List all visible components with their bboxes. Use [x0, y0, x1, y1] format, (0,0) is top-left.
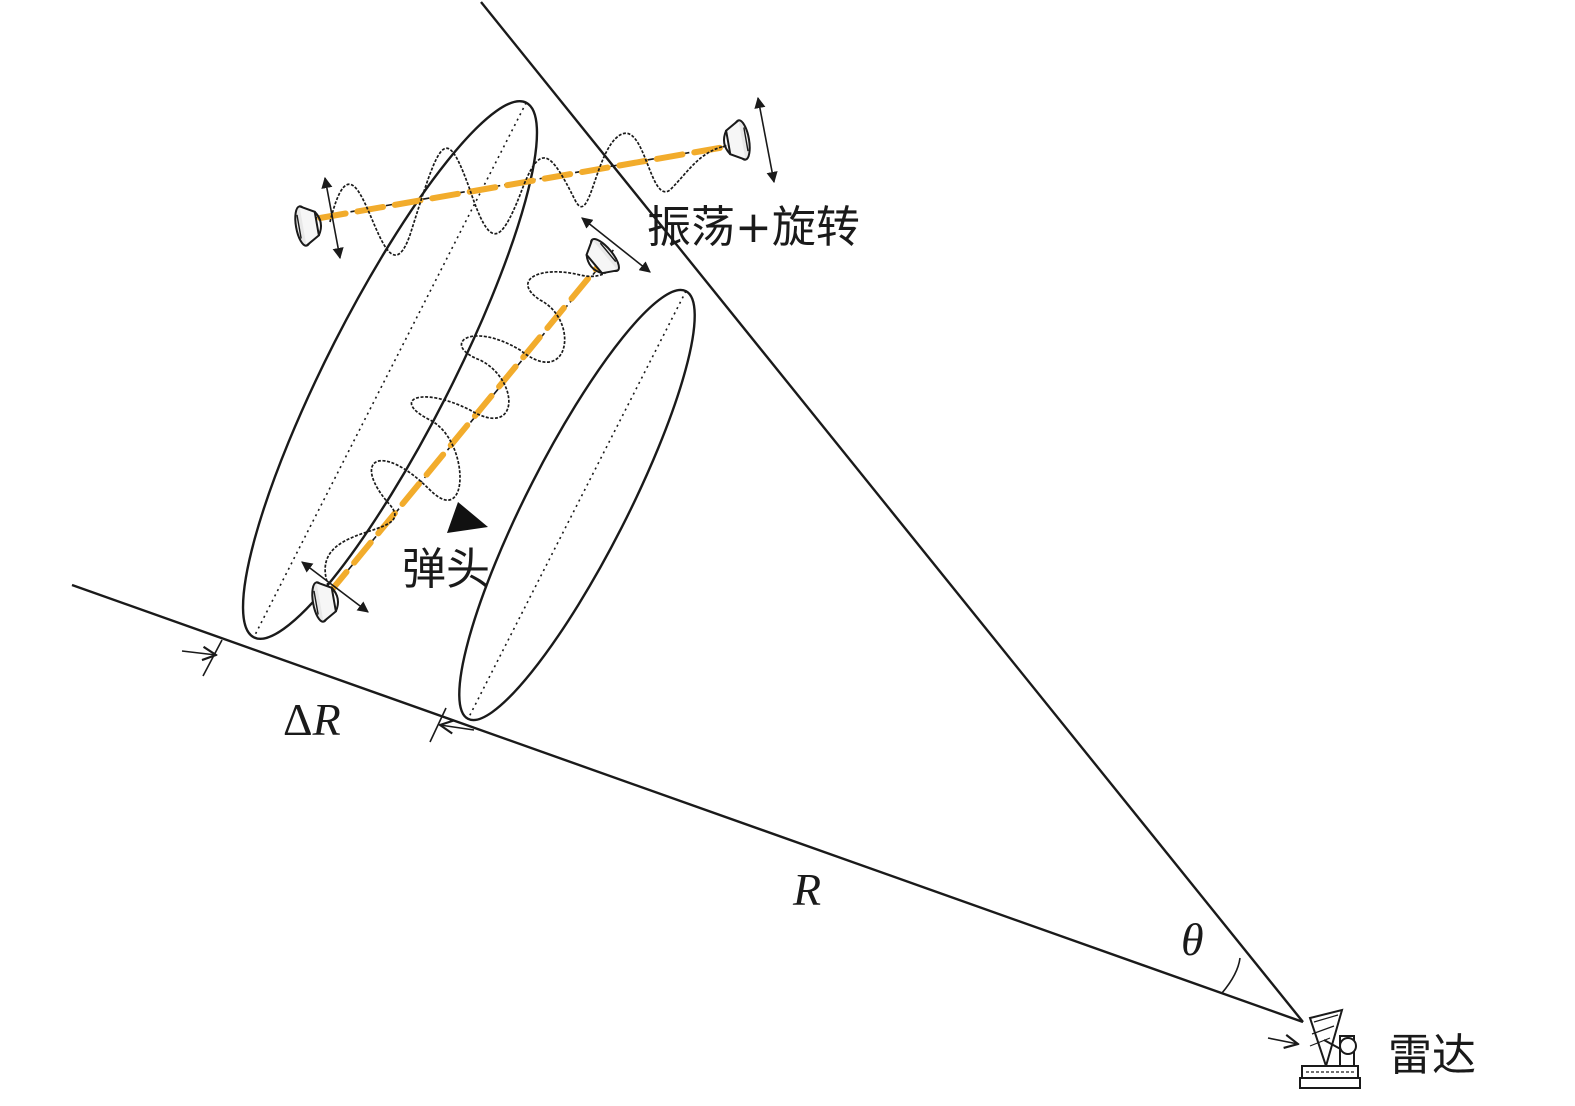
radar-dish-icon [1299, 1008, 1361, 1089]
range-label: R [792, 864, 821, 915]
beam-upper-edge [480, 1, 1304, 1023]
double-arrow-icon [581, 217, 651, 273]
double-arrow-icon [321, 176, 344, 260]
range-radar-arrow [1267, 1038, 1298, 1044]
angle-label: θ [1181, 914, 1204, 965]
delta-r-label: ΔR [283, 694, 341, 745]
double-arrow-icon [754, 96, 778, 184]
warhead-label: 弹头 [402, 544, 490, 595]
delta-symbol: Δ [283, 694, 313, 745]
decoy-upper-group [291, 96, 778, 260]
decoy-upper-trajectory [317, 141, 745, 221]
range-tick-far-arrow [181, 651, 216, 655]
delta-r-var: R [312, 694, 341, 745]
range-tick-near-arrow [440, 725, 475, 730]
decoy-icon [719, 118, 754, 164]
motion-label: 振荡+旋转 [647, 202, 860, 253]
decoy-lower-trajectory [327, 255, 608, 595]
beam-lower-edge [71, 583, 1304, 1024]
decoy-lower-oscillation [324, 254, 613, 591]
range-cell-near [458, 288, 696, 722]
double-arrow-icon [301, 561, 369, 613]
angle-arc [1221, 957, 1241, 994]
decoy-icon [291, 202, 326, 248]
decoy-lower-axis [324, 247, 616, 599]
warhead-triangle-icon [447, 502, 488, 533]
range-cell-far [241, 100, 539, 640]
decoy-lower-group [301, 217, 651, 624]
range-tick-far [202, 639, 223, 677]
decoy-upper-oscillation [329, 132, 731, 256]
radar-label: 雷达 [1388, 1030, 1476, 1081]
